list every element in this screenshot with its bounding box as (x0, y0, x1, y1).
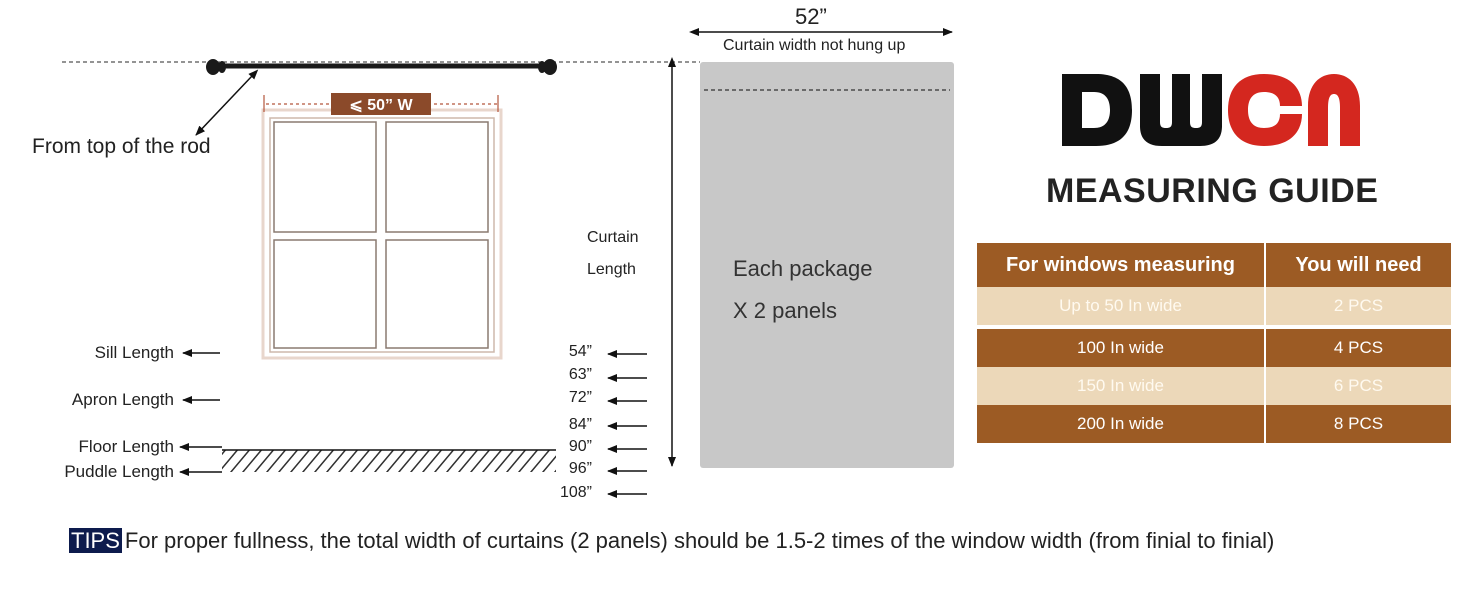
guide-title: MEASURING GUIDE (1046, 172, 1379, 210)
table-header-windows: For windows measuring (977, 243, 1266, 287)
tips-text: For proper fullness, the total width of … (124, 528, 1275, 553)
side-arrows (179, 349, 222, 476)
window-width-tag-text: ⩽ 50” W (349, 97, 413, 114)
measuring-table: For windows measuring You will need Up t… (977, 243, 1451, 443)
floor-length-label: Floor Length (78, 437, 174, 456)
table-cell: 150 In wide (977, 367, 1266, 405)
length-arrows (607, 350, 647, 498)
rod-note: From top of the rod (32, 135, 211, 158)
curtain-length-label-2: Length (587, 261, 636, 278)
package-line-2: X 2 panels (733, 298, 837, 323)
table-row: Up to 50 In wide 2 PCS (977, 287, 1451, 325)
length-96: 96” (568, 460, 592, 477)
table-cell: 8 PCS (1333, 414, 1384, 433)
table-cell: 6 PCS (1333, 376, 1384, 395)
brand-logo (1062, 74, 1360, 146)
rod-pointer-arrow (195, 69, 259, 136)
table-row: 150 In wide 6 PCS (977, 367, 1451, 405)
curtain-width-note: Curtain width not hung up (723, 37, 906, 54)
table-header-row: For windows measuring You will need (977, 243, 1451, 287)
table-cell: 100 In wide (977, 329, 1266, 367)
table-row: 100 In wide 4 PCS (977, 329, 1451, 367)
table-header-need: You will need (1295, 253, 1422, 276)
table-cell: 2 PCS (1333, 296, 1384, 315)
length-54: 54” (568, 343, 592, 360)
floor-hatch (222, 450, 556, 472)
package-line-1: Each package (733, 256, 873, 281)
table-row: 200 In wide 8 PCS (977, 405, 1451, 443)
sill-length-label: Sill Length (94, 343, 174, 362)
curtain-width-value: 52” (795, 4, 827, 29)
length-63: 63” (568, 366, 592, 383)
tips-badge: TIPS (69, 528, 122, 553)
curtain-panel (700, 62, 954, 468)
length-90: 90” (568, 438, 592, 455)
table-cell: 4 PCS (1333, 338, 1384, 357)
curtain-length-label-1: Curtain (587, 229, 639, 246)
apron-length-label: Apron Length (71, 390, 174, 409)
puddle-length-label: Puddle Length (64, 462, 174, 481)
window-width-tag (331, 93, 431, 115)
length-72: 72” (568, 389, 592, 406)
table-cell: 200 In wide (977, 405, 1266, 443)
length-108: 108” (559, 484, 592, 501)
length-84: 84” (568, 416, 592, 433)
window-illustration: ⩽ 50” W (261, 93, 503, 360)
table-cell: Up to 50 In wide (977, 287, 1266, 325)
